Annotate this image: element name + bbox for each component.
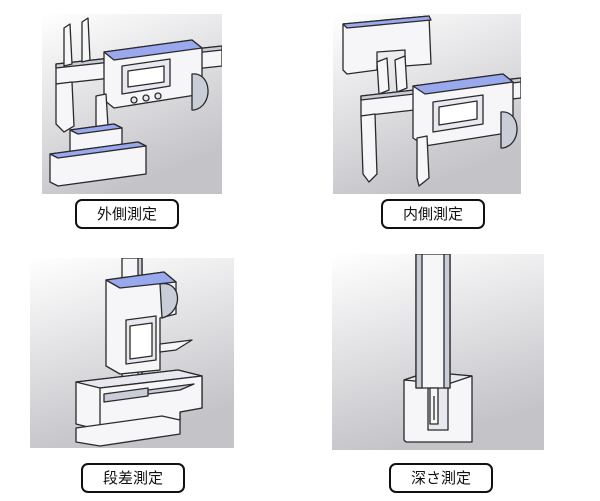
outside-measurement-illustration: [42, 14, 222, 194]
outside-measurement-svg: [42, 14, 222, 194]
label-outside-measurement: 外側測定: [75, 199, 179, 229]
step-measurement-svg: [30, 258, 234, 448]
label-depth-measurement: 深さ測定: [389, 463, 493, 493]
depth-measurement-illustration: [332, 254, 544, 450]
depth-measurement-svg: [332, 254, 544, 450]
label-inside-measurement: 内側測定: [381, 199, 485, 229]
label-step-measurement: 段差測定: [81, 463, 185, 493]
step-measurement-illustration: [30, 258, 234, 448]
inside-measurement-svg: [333, 14, 521, 194]
inside-measurement-illustration: [333, 14, 521, 194]
